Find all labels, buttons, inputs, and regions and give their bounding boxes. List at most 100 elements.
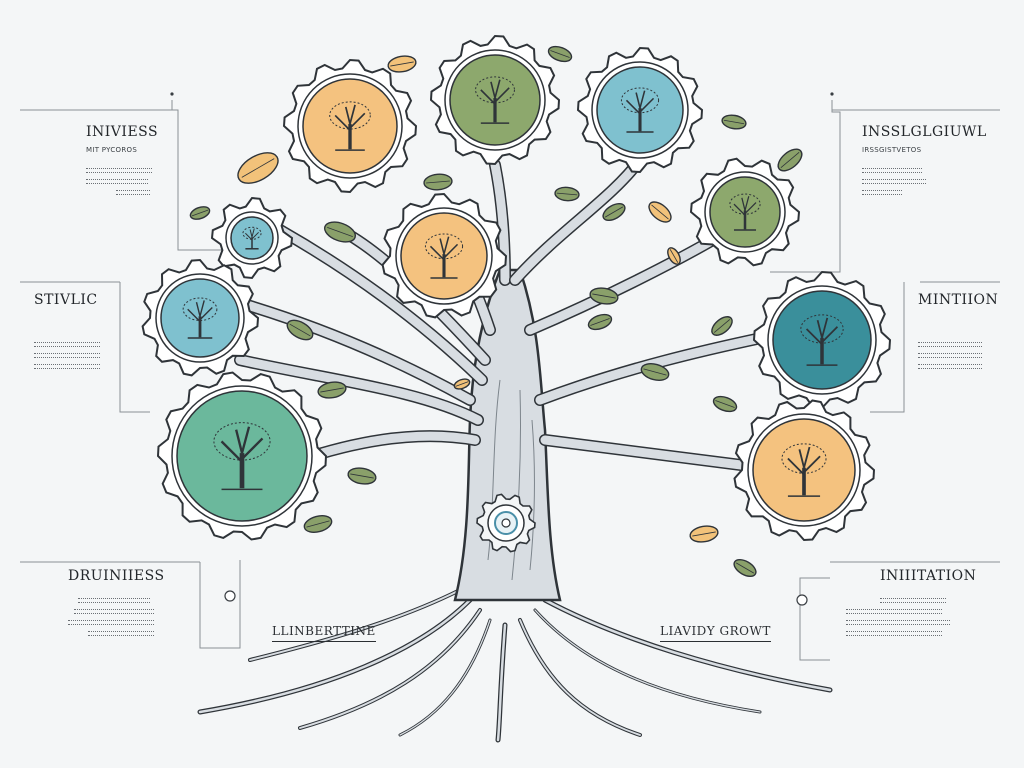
leaf-vein <box>550 50 570 58</box>
trunk-node-icon <box>476 493 536 553</box>
gear-icon <box>156 371 328 541</box>
label-bottom-left: LLINBERTTINE <box>272 624 376 642</box>
tree-roots <box>197 588 833 743</box>
leaf-vein <box>723 119 745 125</box>
gear-icon <box>689 157 801 267</box>
label-top-right-text-line <box>862 168 922 173</box>
root-highlight <box>519 619 641 736</box>
label-top-right: INSSLGLGIUWL IRSSGISTVETOS <box>862 124 987 195</box>
label-top-right-text-line <box>862 190 902 195</box>
tree-canopy <box>242 226 262 240</box>
connector-line <box>770 100 841 273</box>
tree-branches <box>805 317 839 346</box>
trunk-gear-hub <box>501 518 511 528</box>
trunk-texture-line <box>511 389 522 581</box>
leaf-vein <box>320 387 344 393</box>
gear-icon <box>210 196 294 280</box>
leaf-vein <box>426 180 450 184</box>
label-top-right-title: INSSLGLGIUWL <box>862 124 987 140</box>
tree-icon <box>182 297 218 339</box>
tree-canopy <box>620 87 660 114</box>
root-highlight <box>198 598 472 714</box>
leaf-vein <box>590 318 610 326</box>
branch-fill <box>510 155 645 285</box>
trunk-texture-line <box>529 419 535 571</box>
root-highlight <box>399 619 491 736</box>
label-mid-right-text-line <box>918 353 982 358</box>
label-bottom-right: LIAVIDY GROWT <box>660 624 771 642</box>
leaf-vein <box>191 209 209 217</box>
tree-canopy <box>182 297 218 321</box>
leaf-vein <box>713 319 731 333</box>
leaf-vein <box>692 531 716 537</box>
label-top-left-sub: MIT PYCOROS <box>86 146 138 154</box>
tree-canopy <box>475 76 515 104</box>
leaf-vein <box>715 400 735 408</box>
tree-branches <box>245 228 259 241</box>
tree-icon <box>424 233 464 279</box>
gear-icon <box>381 192 508 319</box>
label-low-left-text-line <box>68 620 154 625</box>
gear-icon <box>141 258 260 377</box>
connector-node-icon <box>224 590 236 602</box>
tree-canopy <box>800 314 844 344</box>
label-mid-right-title: MINTIION <box>918 292 999 308</box>
label-top-left-title: INIVIESS <box>86 124 159 140</box>
tree-icon <box>329 101 371 151</box>
leaf-vein <box>735 562 755 574</box>
tree-icon <box>242 226 262 250</box>
gear-icon <box>429 34 561 166</box>
leaf-vein <box>556 192 578 196</box>
label-mid-right-text-line <box>918 342 982 347</box>
tree-icon <box>620 87 660 133</box>
label-top-right-text-line <box>862 179 926 184</box>
tree-canopy <box>781 443 827 474</box>
label-low-left-text-line <box>74 609 154 614</box>
leaf-vein <box>327 226 353 238</box>
gears <box>141 34 892 542</box>
root-highlight <box>496 623 507 742</box>
tree-icon <box>800 314 844 366</box>
label-top-left-text-line <box>86 179 148 184</box>
tree-branches <box>334 104 366 131</box>
connector-line <box>799 577 830 661</box>
label-low-right-text-line <box>880 598 946 603</box>
leaf-vein <box>241 158 275 178</box>
branch-fill <box>525 225 735 335</box>
connector-lines <box>20 92 1000 661</box>
label-low-right-text-line <box>846 631 942 636</box>
tree-icon <box>475 76 515 124</box>
tree-branches <box>787 446 821 476</box>
connector-line <box>119 282 150 413</box>
tree-icon <box>729 193 761 231</box>
label-low-left-text-line <box>88 631 154 636</box>
root <box>542 597 833 693</box>
branch-fill <box>225 295 475 405</box>
label-low-right-text-line <box>846 620 950 625</box>
label-top-left: INIVIESS MIT PYCOROS <box>86 124 176 195</box>
label-low-right: INIIITATION <box>846 568 990 636</box>
leaf-vein <box>306 520 330 528</box>
label-low-left-text-line <box>78 598 150 603</box>
label-mid-left-text-line <box>34 364 100 369</box>
leaf-vein <box>455 381 469 387</box>
tree-branches <box>625 90 655 115</box>
label-low-right-text-line <box>846 609 942 614</box>
tree-canopy <box>424 233 464 260</box>
label-low-left: DRUINIIESS <box>68 568 178 636</box>
label-top-left-text-line <box>116 190 150 195</box>
label-top-left-text-line <box>86 168 152 173</box>
tree-branches <box>429 236 459 261</box>
label-mid-left-text-line <box>34 342 100 347</box>
gear-icon <box>576 46 704 174</box>
leaf-vein <box>780 152 800 168</box>
gear-icon <box>733 399 876 542</box>
label-mid-left: STIVLIC <box>34 292 124 369</box>
label-mid-right: MINTIION <box>918 292 1008 369</box>
root-highlight <box>534 609 761 713</box>
leaf-vein <box>651 204 669 220</box>
leaf-vein <box>669 249 679 263</box>
connector-line <box>870 282 905 413</box>
